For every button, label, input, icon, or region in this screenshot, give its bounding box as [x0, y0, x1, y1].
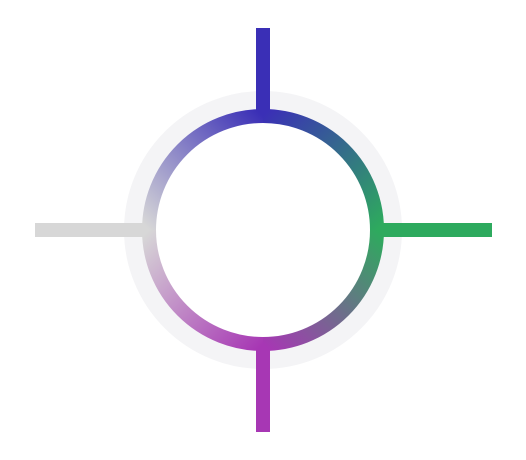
ring-arc-bottom-left [142, 229, 264, 351]
bottom-arm [256, 340, 270, 432]
right-arm [373, 223, 492, 237]
top-arm [256, 28, 270, 120]
ring-arc-bottom-right [262, 229, 384, 351]
left-arm [35, 223, 153, 237]
ring-arc-top-left [142, 109, 264, 231]
ring-arc-top-right [262, 109, 384, 231]
ring-inner-disc [183, 150, 343, 310]
